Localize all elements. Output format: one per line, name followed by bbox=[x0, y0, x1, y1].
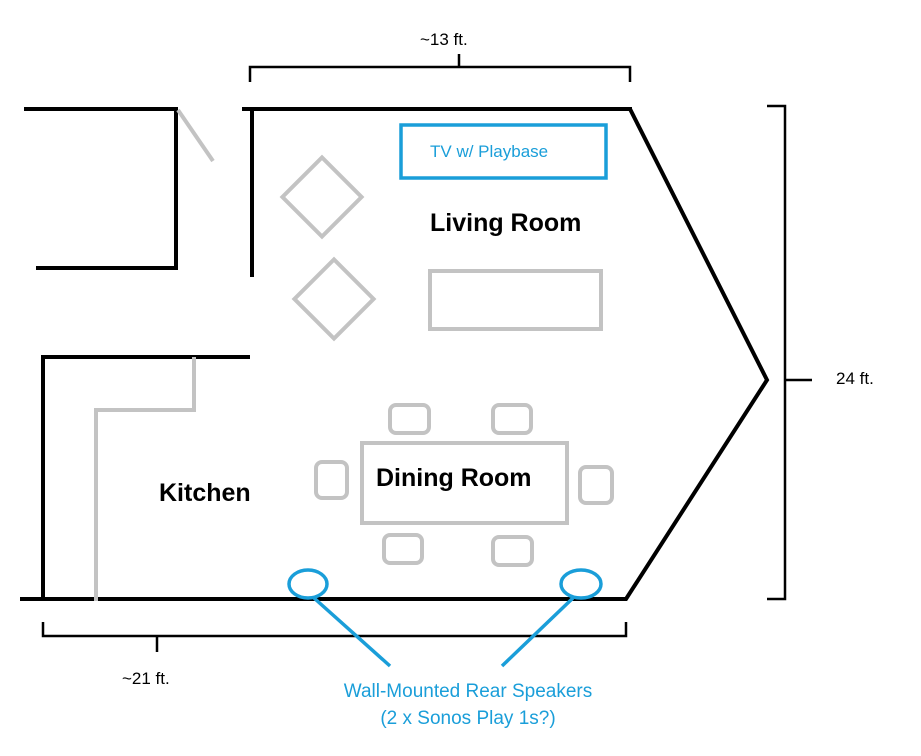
speakers-label-line2: (2 x Sonos Play 1s?) bbox=[380, 708, 556, 729]
bottom-dimension-label: ~21 ft. bbox=[122, 669, 170, 688]
speaker-left-leader bbox=[312, 596, 392, 668]
right-dimension-label: 24 ft. bbox=[836, 369, 874, 388]
bottom-dimension-bracket bbox=[41, 622, 628, 652]
living-chair-bottom bbox=[291, 256, 377, 342]
tv-box bbox=[399, 123, 608, 180]
kitchen-label: Kitchen bbox=[159, 479, 251, 507]
dining-chair-top-right bbox=[491, 403, 533, 435]
rear-speakers bbox=[287, 568, 603, 668]
walls bbox=[20, 107, 770, 601]
dining-chair-left bbox=[314, 460, 349, 500]
speaker-right-leader bbox=[500, 596, 575, 668]
kitchen-wall bbox=[41, 355, 250, 601]
speakers-label-line1: Wall-Mounted Rear Speakers bbox=[343, 681, 593, 702]
furniture bbox=[94, 154, 614, 601]
dining-chair-right bbox=[578, 465, 614, 505]
dining-chair-top-left bbox=[388, 403, 431, 435]
dining-chair-bottom-left bbox=[382, 533, 424, 565]
coffee-table bbox=[428, 269, 603, 331]
living-room-label: Living Room bbox=[430, 209, 582, 237]
kitchen-counter bbox=[94, 357, 196, 601]
speaker-right bbox=[559, 568, 603, 600]
speaker-left bbox=[287, 568, 329, 600]
top-dimension-label: ~13 ft. bbox=[420, 30, 468, 49]
dining-chair-bottom-right bbox=[491, 535, 534, 567]
dining-room-label: Dining Room bbox=[376, 464, 532, 492]
tv-label: TV w/ Playbase bbox=[430, 142, 549, 161]
outer-wall bbox=[20, 107, 770, 601]
living-chair-top bbox=[279, 154, 365, 240]
top-dimension-bracket bbox=[248, 54, 632, 82]
door-swing bbox=[176, 108, 215, 163]
dining-table bbox=[360, 441, 569, 525]
upper-left-room-wall bbox=[24, 107, 178, 270]
right-dimension-bracket bbox=[767, 104, 812, 601]
